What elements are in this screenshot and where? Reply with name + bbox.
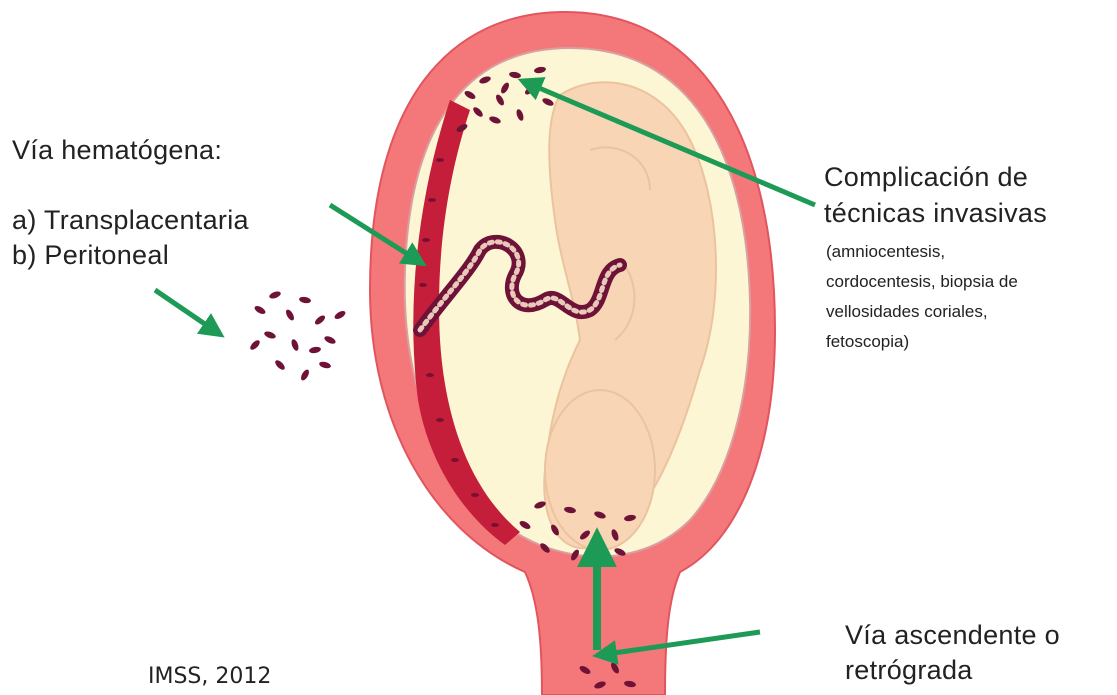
label-hematogenous: Vía hematógena:	[12, 135, 222, 166]
label-invasive-line1: Complicación de	[824, 162, 1028, 193]
credit: IMSS, 2012	[148, 664, 271, 689]
bacteria-cluster-left	[249, 290, 347, 382]
label-invasive-detail4: fetoscopia)	[826, 328, 909, 355]
label-ascending-line1: Vía ascendente o	[845, 620, 1060, 651]
label-transplacental: a) Transplacentaria	[12, 205, 249, 236]
label-peritoneal: b) Peritoneal	[12, 240, 169, 271]
label-invasive-detail3: vellosidades coriales,	[826, 298, 988, 325]
label-invasive-detail1: (amniocentesis,	[826, 238, 945, 265]
arrow-peritoneal	[155, 290, 218, 333]
label-ascending-line2: retrógrada	[845, 655, 973, 686]
label-invasive-detail2: cordocentesis, biopsia de	[826, 268, 1018, 295]
label-invasive-line2: técnicas invasivas	[824, 198, 1047, 229]
